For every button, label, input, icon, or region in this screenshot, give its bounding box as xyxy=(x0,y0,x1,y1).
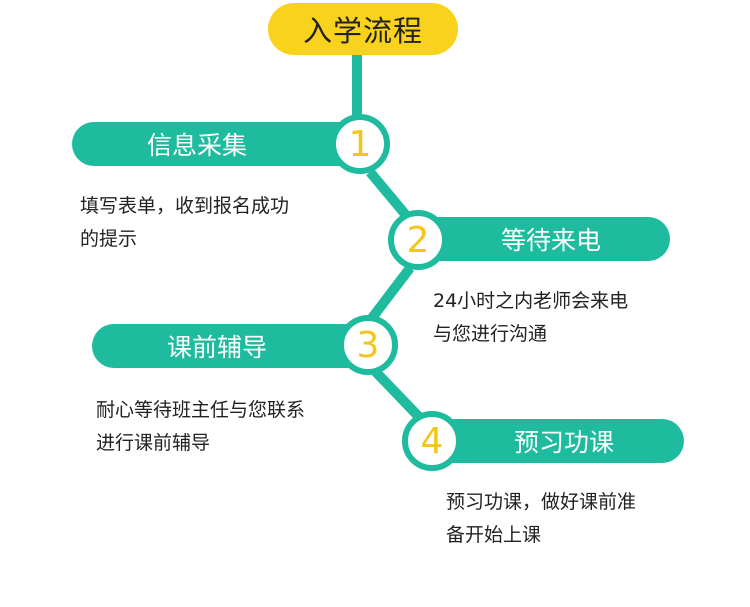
step-1-number: 1 xyxy=(348,123,372,165)
step-3-label: 课前辅导 xyxy=(166,333,267,362)
step-4-label-pill: 预习功课 xyxy=(420,419,684,463)
step-2-number-circle: 2 xyxy=(388,210,448,270)
step-1-number-circle: 1 xyxy=(330,114,390,174)
step-1-description: 填写表单，收到报名成功 的提示 xyxy=(80,190,289,256)
step-4-desc-line-2: 备开始上课 xyxy=(446,524,542,546)
step-3-number: 3 xyxy=(356,324,380,366)
step-2-label-pill: 等待来电 xyxy=(412,217,670,261)
step-4-number: 4 xyxy=(420,420,444,462)
flow-title: 入学流程 xyxy=(268,3,458,55)
step-1-label-pill: 信息采集 xyxy=(72,122,362,166)
step-4-desc-line-1: 预习功课，做好课前准 xyxy=(446,491,637,513)
step-2-description: 24小时之内老师会来电 与您进行沟通 xyxy=(433,285,628,351)
step-4-label: 预习功课 xyxy=(513,428,614,457)
step-1-desc-line-1: 填写表单，收到报名成功 xyxy=(80,195,290,217)
step-2-desc-line-2: 与您进行沟通 xyxy=(433,323,548,345)
step-3-number-circle: 3 xyxy=(338,315,398,375)
step-1-label: 信息采集 xyxy=(146,131,247,160)
step-3-desc-line-1: 耐心等待班主任与您联系 xyxy=(96,399,306,421)
step-4-description: 预习功课，做好课前准 备开始上课 xyxy=(446,486,636,552)
step-1-desc-line-2: 的提示 xyxy=(80,228,138,250)
step-4-number-circle: 4 xyxy=(402,411,462,471)
step-3-desc-line-2: 进行课前辅导 xyxy=(96,432,211,454)
step-2-label: 等待来电 xyxy=(500,226,601,255)
connector-3-4 xyxy=(370,366,424,422)
connector-2-3 xyxy=(368,264,414,322)
connector-1-2 xyxy=(366,168,414,224)
step-3-description: 耐心等待班主任与您联系 进行课前辅导 xyxy=(96,394,305,460)
step-2-desc-line-1: 24小时之内老师会来电 xyxy=(433,290,629,312)
step-2-number: 2 xyxy=(406,219,430,261)
step-3-label-pill: 课前辅导 xyxy=(92,324,372,368)
